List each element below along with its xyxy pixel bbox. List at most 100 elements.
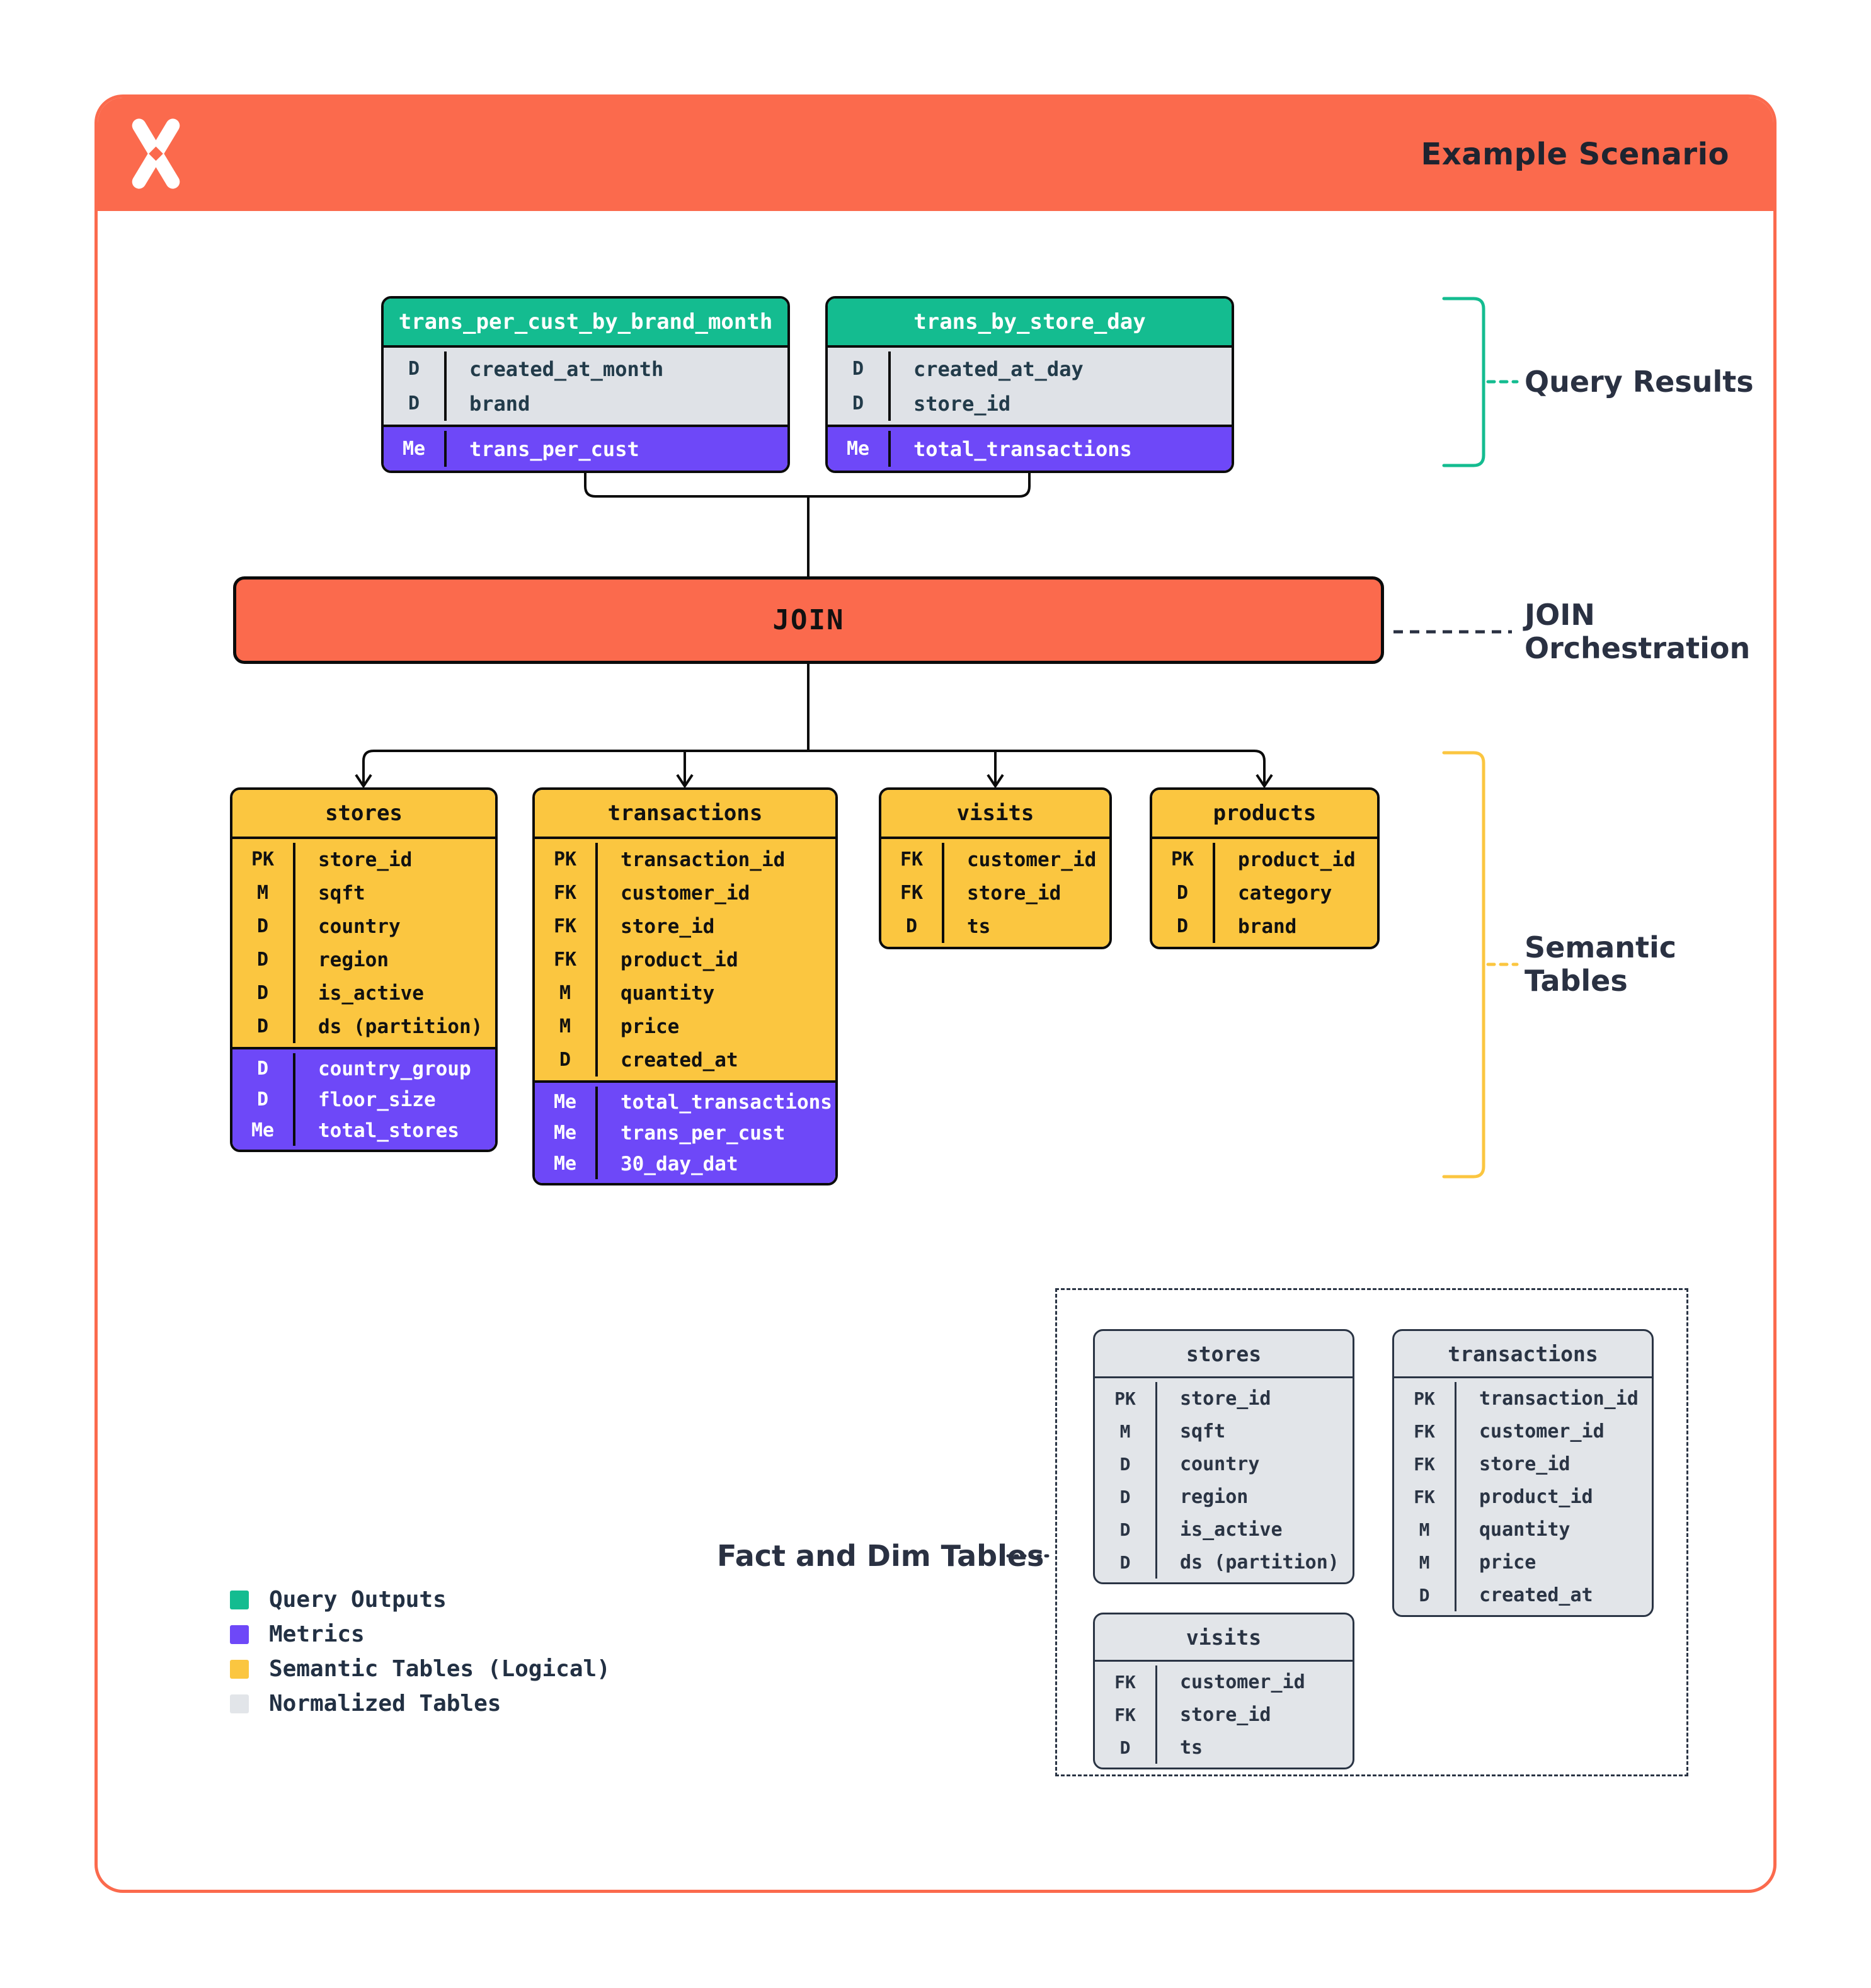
key-type-label: D (881, 910, 944, 943)
fact-dim-container (1055, 1288, 1688, 1776)
key-type-label: FK (535, 910, 598, 943)
key-type-label: D (1095, 1513, 1157, 1546)
legend-label: Query Outputs (269, 1587, 447, 1613)
legend-item: Semantic Tables (Logical) (230, 1652, 610, 1686)
key-type-label: PK (1095, 1382, 1157, 1415)
field-name: is_active (318, 981, 424, 1005)
field-name: product_id (1479, 1485, 1593, 1508)
field-name: transaction_id (1479, 1387, 1639, 1410)
key-type-label: Me (535, 1087, 598, 1117)
table-title: visits (881, 790, 1109, 837)
table-row: Me total_transactions (535, 1087, 835, 1117)
field-name: price (1479, 1551, 1536, 1574)
join-bar: JOIN (233, 576, 1384, 664)
yellow-swatch-icon (230, 1659, 249, 1679)
key-type-label: M (535, 1010, 598, 1043)
field-name: customer_id (967, 848, 1097, 871)
field-name: created_at_day (913, 357, 1084, 381)
field-name: created_at (1479, 1584, 1593, 1606)
field-name: country (1180, 1453, 1260, 1475)
key-type-label: PK (1152, 843, 1215, 876)
key-type-label: M (535, 976, 598, 1010)
legend-label: Metrics (269, 1621, 365, 1647)
purple-swatch-icon (230, 1625, 249, 1644)
key-type-label: PK (535, 843, 598, 876)
table-title: products (1152, 790, 1377, 837)
key-type-label: Me (384, 431, 447, 467)
key-type-label: D (535, 1043, 598, 1077)
field-name: store_id (967, 881, 1061, 905)
table-title: stores (232, 790, 495, 837)
field-name: total_stores (318, 1119, 459, 1142)
legend-item: Normalized Tables (230, 1686, 610, 1721)
key-type-label: M (232, 876, 295, 910)
key-type-label: Me (232, 1115, 295, 1146)
field-name: is_active (1180, 1518, 1283, 1541)
key-type-label: D (828, 386, 891, 421)
field-name: sqft (1180, 1420, 1226, 1442)
key-type-label: FK (881, 876, 944, 910)
key-type-label: D (828, 351, 891, 386)
field-name: ds (partition) (1180, 1551, 1339, 1574)
key-type-label: M (1394, 1513, 1456, 1546)
key-type-label: FK (535, 943, 598, 976)
field-name: brand (469, 391, 530, 416)
key-type-label: FK (1394, 1448, 1456, 1480)
table-row: FK store_id (881, 876, 1109, 910)
field-name: total_transactions (621, 1090, 832, 1114)
key-type-label: D (1095, 1448, 1157, 1480)
table-row: PK transaction_id (535, 843, 835, 876)
gray-swatch-icon (230, 1694, 249, 1713)
field-name: customer_id (621, 881, 750, 905)
field-name: created_at (621, 1048, 738, 1071)
field-name: transaction_id (621, 848, 786, 871)
field-name: store_id (913, 391, 1011, 416)
field-name: brand (1238, 915, 1297, 938)
key-type-label: FK (1095, 1665, 1157, 1698)
field-name: quantity (1479, 1518, 1571, 1541)
card-header: Example Scenario (98, 98, 1773, 211)
key-type-label: D (232, 1053, 295, 1084)
key-type-label: D (384, 351, 447, 386)
legend-item: Query Outputs (230, 1582, 610, 1617)
key-type-label: D (232, 976, 295, 1010)
